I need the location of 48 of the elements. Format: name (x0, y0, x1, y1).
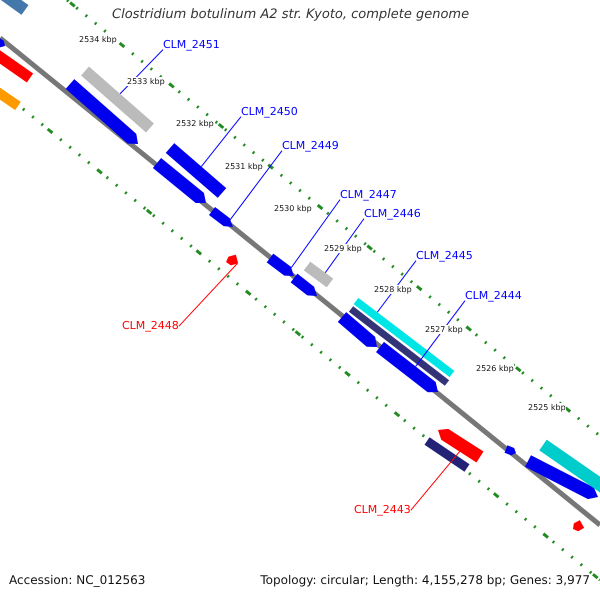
gene-feature (290, 273, 317, 296)
gene-label: CLM_2451 (163, 39, 220, 52)
tick-label: 2528 kbp (374, 285, 412, 294)
gene-feature (525, 455, 598, 500)
gene-feature (438, 428, 484, 463)
tick-label: 2534 kbp (79, 35, 117, 44)
gene-feature (504, 445, 516, 456)
leader-line (290, 199, 340, 268)
footer-text: Accession: NC_012563 (9, 574, 146, 588)
title: Clostridium botulinum A2 str. Kyoto, complete genome (112, 8, 470, 23)
tick-label: 2527 kbp (425, 325, 463, 334)
gene-feature (337, 312, 377, 347)
tick-label: 2526 kbp (476, 364, 514, 374)
tick-label: 2533 kbp (127, 77, 165, 86)
gene-feature (303, 261, 334, 288)
leader-line (376, 260, 416, 313)
tick-label: 2531 kbp (225, 162, 263, 172)
tick-label: 2532 kbp (176, 119, 214, 128)
gene-label: CLM_2447 (340, 189, 397, 202)
gene-feature (165, 143, 227, 198)
leader-line (415, 300, 466, 367)
gene-feature (266, 253, 294, 276)
gene-label: CLM_2443 (354, 504, 411, 517)
gene-label: CLM_2444 (465, 290, 522, 303)
leader-line (178, 263, 238, 327)
tick-label: 2525 kbp (528, 403, 566, 412)
gene-feature (348, 306, 450, 386)
leader-line (120, 49, 164, 94)
tick-label: 2529 kbp (324, 244, 362, 254)
gene-label: CLM_2446 (364, 208, 421, 221)
gene-feature (539, 439, 600, 494)
leader-line (410, 451, 460, 511)
leader-line (200, 116, 242, 168)
tick-label: 2530 kbp (274, 204, 312, 214)
leader-line (324, 218, 364, 274)
gene-feature (226, 254, 239, 266)
leader-line (230, 150, 282, 220)
footer-text: Topology: circular; Length: 4,155,278 bp; Genes: 3,977 (260, 574, 590, 588)
gene-feature (0, 86, 21, 111)
gene-label: CLM_2449 (282, 140, 339, 153)
gene-feature (424, 437, 470, 472)
gene-label: CLM_2450 (241, 106, 298, 119)
gene-feature (208, 207, 233, 227)
gene-label: CLM_2445 (416, 250, 473, 263)
gene-feature (573, 520, 585, 532)
gene-label: CLM_2448 (122, 320, 179, 333)
gene-feature (376, 341, 438, 393)
gene-feature (152, 157, 206, 203)
